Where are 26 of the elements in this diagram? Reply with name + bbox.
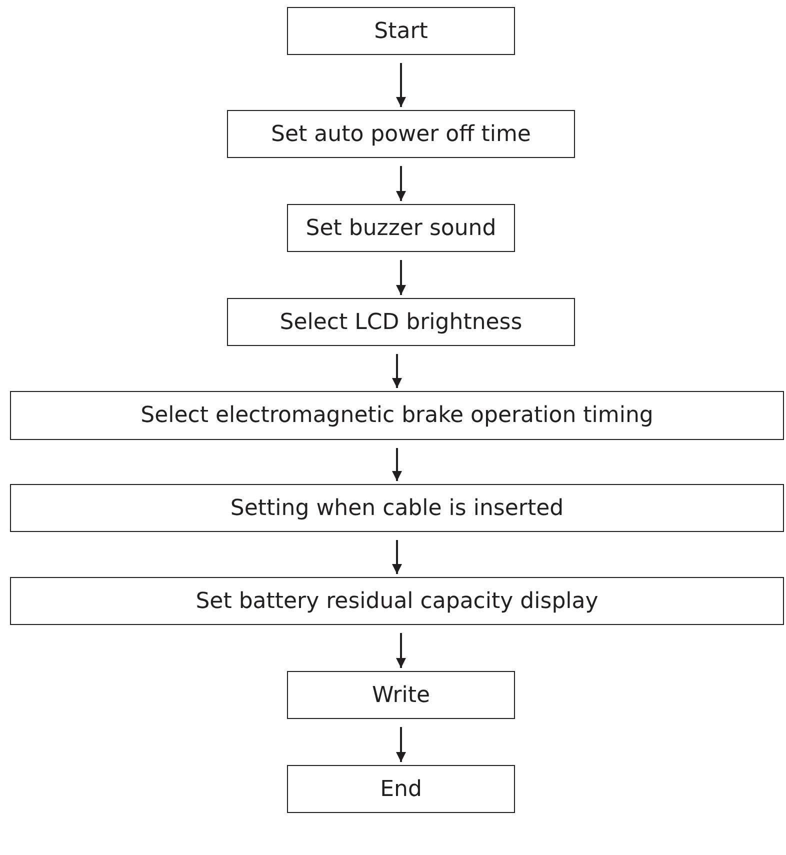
process-box [287, 204, 515, 252]
box-label: Set buzzer sound [306, 216, 496, 240]
arrow [392, 540, 402, 574]
box-label: Select LCD brightness [280, 310, 522, 334]
box-label: Write [372, 682, 430, 708]
process-box [287, 7, 515, 55]
process-box [227, 110, 575, 158]
box-label: End [380, 776, 422, 802]
arrow [392, 448, 402, 481]
arrow [396, 260, 406, 295]
process-box [287, 671, 515, 719]
arrow [396, 633, 406, 668]
box-label: Set auto power off time [271, 122, 531, 146]
arrow [396, 166, 406, 201]
process-box [227, 298, 575, 346]
arrow [396, 63, 406, 107]
process-box [287, 765, 515, 813]
process-box [10, 577, 784, 625]
box-label: Set battery residual capacity display [196, 588, 598, 614]
process-box [10, 391, 784, 440]
arrow [396, 727, 406, 762]
box-label: Setting when cable is inserted [230, 496, 564, 520]
box-label: Select electromagnetic brake operation timing [140, 403, 654, 428]
box-label: Start [374, 18, 428, 44]
arrow [392, 354, 402, 388]
process-box [10, 484, 784, 532]
